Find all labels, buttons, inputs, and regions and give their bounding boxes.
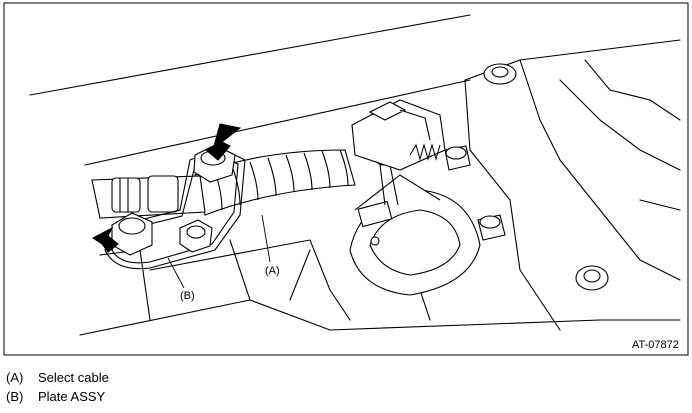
legend: (A) Select cable (B) Plate ASSY (6, 368, 109, 406)
plate-nut (179, 219, 213, 253)
legend-item: (A) Select cable (6, 368, 109, 387)
transmission-illustration: (A) (B) AT-07872 (3, 2, 689, 356)
leader-b (167, 257, 185, 289)
legend-key: (B) (6, 389, 24, 404)
legend-item: (B) Plate ASSY (6, 387, 109, 406)
nut-spring (444, 145, 471, 171)
plate-bolt-upper (193, 144, 236, 183)
diagram-figure: (A) (B) AT-07872 (3, 2, 689, 356)
figure-id: AT-07872 (632, 339, 679, 351)
bolt-upper-right (483, 63, 517, 85)
legend-label: Plate ASSY (38, 389, 106, 404)
leader-a (261, 214, 271, 263)
legend-label: Select cable (38, 370, 109, 385)
arrow-lower-icon (92, 226, 119, 253)
callout-b: (B) (180, 290, 195, 302)
plate-bolt-lower (111, 212, 153, 256)
select-cable-rod (91, 175, 206, 219)
lever-housing (349, 132, 481, 296)
legend-key: (A) (6, 370, 24, 385)
arrow-upper-icon (205, 123, 242, 161)
bolt-lower-right (575, 265, 609, 291)
nut-right (477, 214, 506, 241)
callout-a: (A) (265, 265, 280, 277)
spring (409, 143, 441, 161)
